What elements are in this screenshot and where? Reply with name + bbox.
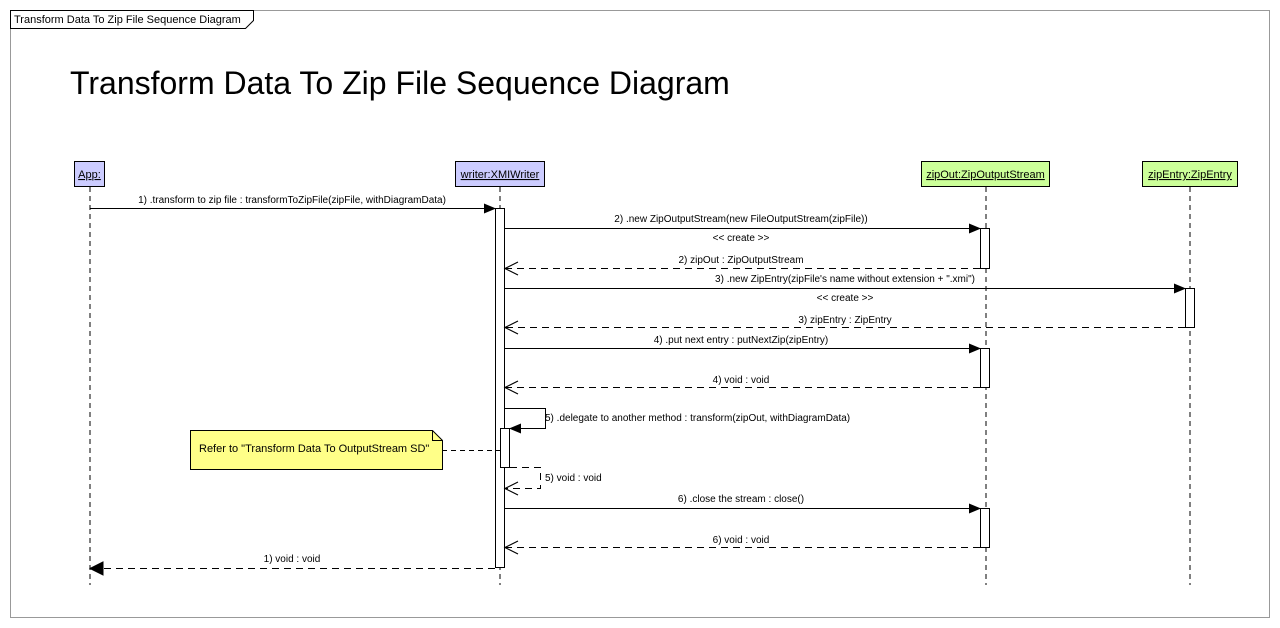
lifeline-zipout-head[interactable]: zipOut:ZipOutputStream [921, 161, 1050, 187]
activation-zipout-2 [980, 348, 990, 388]
message-1-return-arrowhead [88, 561, 104, 576]
message-4-return-label: 4) void : void [713, 375, 770, 386]
lifeline-zipentry-label: zipEntry:ZipEntry [1148, 169, 1232, 181]
message-3-return-arrowhead [503, 320, 519, 335]
message-2-call-label: 2) .new ZipOutputStream(new FileOutputSt… [614, 214, 867, 225]
message-5-return-label: 5) void : void [545, 473, 602, 484]
message-4-return-arrowhead [503, 380, 519, 395]
activation-zipentry [1185, 288, 1195, 328]
message-6-return-arrowhead [503, 540, 519, 555]
message-4-call-label: 4) .put next entry : putNextZip(zipEntry… [654, 335, 829, 346]
message-1-return-label: 1) void : void [264, 554, 321, 565]
diagram-frame [10, 10, 1270, 618]
message-2-return-arrowhead [503, 261, 519, 276]
activation-writer [495, 208, 505, 568]
lifeline-zipout-label: zipOut:ZipOutputStream [926, 169, 1045, 181]
message-5-call-label: 5) .delegate to another method : transfo… [545, 413, 850, 424]
message-3-call-label: 3) .new ZipEntry(zipFile's name without … [715, 274, 975, 285]
frame-tab-label: Transform Data To Zip File Sequence Diag… [14, 14, 241, 26]
message-5-self-call-arrow [505, 408, 546, 434]
message-2-stereotype: << create >> [713, 233, 770, 244]
message-1-call-label: 1) .transform to zip file : transformToZ… [138, 195, 446, 206]
diagram-title: Transform Data To Zip File Sequence Diag… [70, 65, 730, 101]
message-3-stereotype: << create >> [817, 293, 874, 304]
lifeline-zipentry-head[interactable]: zipEntry:ZipEntry [1142, 161, 1238, 187]
note[interactable]: Refer to "Transform Data To OutputStream… [190, 430, 443, 470]
frame-tab [10, 10, 254, 29]
activation-writer-nested [500, 428, 510, 468]
note-text: Refer to "Transform Data To OutputStream… [199, 443, 429, 455]
message-3-return-label: 3) zipEntry : ZipEntry [798, 315, 891, 326]
activation-zipout-3 [980, 508, 990, 548]
activation-zipout-1 [980, 228, 990, 269]
message-6-call-label: 6) .close the stream : close() [678, 494, 804, 505]
lifeline-writer-head[interactable]: writer:XMIWriter [455, 161, 545, 187]
lifeline-writer-label: writer:XMIWriter [460, 169, 540, 181]
message-6-return-label: 6) void : void [713, 535, 770, 546]
message-5-return-arrowhead [503, 481, 519, 496]
lifeline-app-label: App: [78, 169, 101, 181]
message-5-self-return-arrow [506, 467, 541, 489]
message-2-return-label: 2) zipOut : ZipOutputStream [678, 255, 803, 266]
lifeline-app-head[interactable]: App: [74, 161, 105, 187]
